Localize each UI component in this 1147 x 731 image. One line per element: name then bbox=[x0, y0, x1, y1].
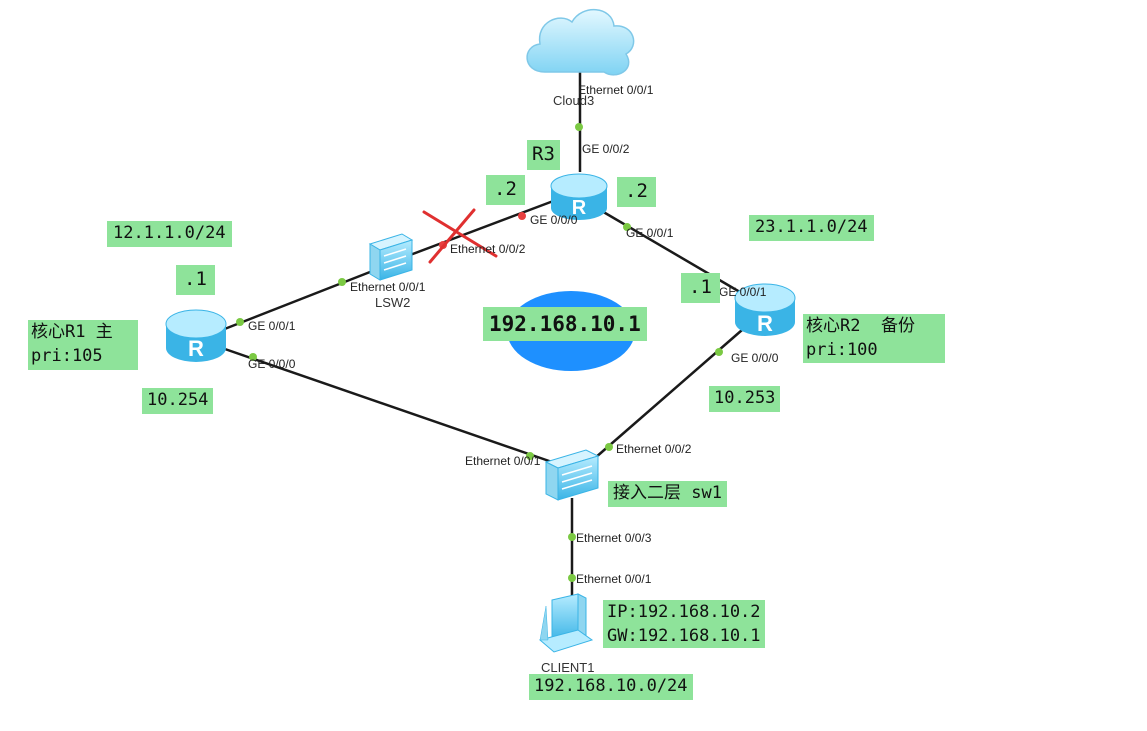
svg-text:R: R bbox=[757, 311, 773, 336]
port-label-client-eth001: Ethernet 0/0/1 bbox=[576, 572, 652, 586]
pc-icon[interactable] bbox=[538, 593, 594, 653]
vip-note: 192.168.10.1 bbox=[483, 307, 647, 341]
port-dot-lsw2-eth001 bbox=[338, 278, 346, 286]
r2-role-note: 核心R2 备份 pri:100 bbox=[803, 314, 945, 363]
port-label-lsw2-eth002: Ethernet 0/0/2 bbox=[450, 242, 526, 256]
port-label-sw1-eth002: Ethernet 0/0/2 bbox=[616, 442, 692, 456]
port-dot-sw1-eth002 bbox=[605, 443, 613, 451]
net-12-note: 12.1.1.0/24 bbox=[107, 221, 232, 247]
net-23-note: 23.1.1.0/24 bbox=[749, 215, 874, 241]
r1-ip-note: .1 bbox=[176, 265, 215, 295]
port-label-sw1-eth003: Ethernet 0/0/3 bbox=[576, 531, 652, 545]
link-r3-lsw2 bbox=[409, 198, 557, 257]
r3-left-ip-note: .2 bbox=[486, 175, 525, 205]
client-label: CLIENT1 bbox=[541, 660, 594, 675]
port-dot-r3-ge002 bbox=[575, 123, 583, 131]
link-r1-sw1 bbox=[221, 346, 553, 464]
r2-vlanif-note: 10.253 bbox=[709, 386, 781, 412]
r3-note: R3 bbox=[527, 140, 560, 170]
port-label-r2-ge001: GE 0/0/1 bbox=[719, 285, 767, 299]
port-dot-sw1-eth001 bbox=[526, 452, 534, 460]
port-dot-r3-ge000 bbox=[518, 212, 526, 220]
port-dot-r2-ge000 bbox=[715, 348, 723, 356]
port-dot-sw1-eth003 bbox=[568, 533, 576, 541]
link-lsw2-r1 bbox=[221, 270, 371, 332]
client-net-note: 192.168.10.0/24 bbox=[529, 674, 693, 700]
router-icon[interactable]: R bbox=[550, 173, 608, 220]
client-ip-note: IP:192.168.10.2 GW:192.168.10.1 bbox=[603, 600, 765, 648]
r1-vlanif-note: 10.254 bbox=[142, 388, 214, 414]
cloud-icon[interactable] bbox=[526, 8, 635, 76]
cloud-label: Cloud3 bbox=[553, 93, 594, 108]
svg-text:R: R bbox=[188, 336, 204, 361]
link-r3-r2 bbox=[599, 208, 746, 297]
router-icon[interactable]: R bbox=[165, 309, 227, 362]
svg-text:R: R bbox=[572, 197, 587, 219]
port-dot-client-eth001 bbox=[568, 574, 576, 582]
lsw2-label: LSW2 bbox=[375, 295, 410, 310]
r2-ip-note: .1 bbox=[681, 273, 720, 303]
switch-icon[interactable] bbox=[368, 233, 414, 281]
port-label-r3-ge002: GE 0/0/2 bbox=[582, 142, 630, 156]
sw1-note: 接入二层 sw1 bbox=[608, 481, 727, 507]
fault-x-icon bbox=[422, 208, 498, 264]
r3-right-ip-note: .2 bbox=[617, 177, 656, 207]
port-label-cloud-eth: Ethernet 0/0/1 bbox=[578, 83, 654, 97]
port-label-r2-ge000: GE 0/0/0 bbox=[731, 351, 779, 365]
port-dot-r1-ge001 bbox=[236, 318, 244, 326]
router-icon[interactable]: R bbox=[734, 283, 796, 336]
port-dot-r1-ge000 bbox=[249, 353, 257, 361]
port-label-r1-ge000: GE 0/0/0 bbox=[248, 357, 296, 371]
port-label-r1-ge001: GE 0/0/1 bbox=[248, 319, 296, 333]
port-label-sw1-eth001: Ethernet 0/0/1 bbox=[465, 454, 541, 468]
switch-icon[interactable] bbox=[544, 449, 600, 501]
port-label-r3-ge001: GE 0/0/1 bbox=[626, 226, 674, 240]
r1-role-note: 核心R1 主 pri:105 bbox=[28, 320, 138, 370]
port-dot-r3-ge001 bbox=[623, 223, 631, 231]
port-label-r3-ge000: GE 0/0/0 bbox=[530, 213, 578, 227]
port-label-lsw2-eth001: Ethernet 0/0/1 bbox=[350, 280, 426, 294]
